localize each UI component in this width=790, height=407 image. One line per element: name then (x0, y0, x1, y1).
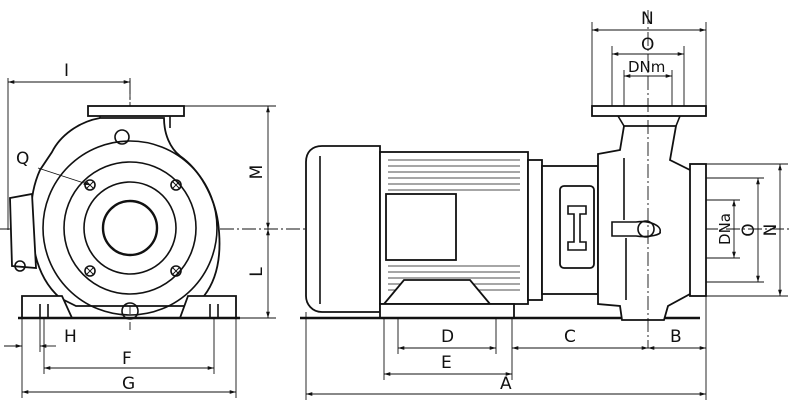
front-suction-boss (9, 192, 37, 269)
casing-inner-lines (623, 158, 627, 300)
top-flange (591, 105, 707, 117)
terminal-box (385, 193, 457, 261)
side-view (300, 10, 707, 348)
label-G: G (122, 374, 135, 394)
label-L: L (247, 267, 267, 277)
dimensions (4, 22, 788, 400)
drain-plug (14, 260, 26, 272)
fan-cover (305, 145, 381, 313)
cover-circle (83, 181, 177, 275)
label-H: H (64, 327, 77, 347)
label-E: E (441, 353, 452, 373)
motor-foot (379, 303, 515, 319)
shaft-nut (637, 220, 655, 238)
front-foot-right (178, 295, 237, 319)
label-M: M (247, 165, 267, 180)
label-O-side: O (739, 223, 759, 236)
motor-foot-bracket (382, 279, 492, 305)
dimension-labels: I Q M L H F G D E C B A N O DNm N O DNa (16, 9, 781, 394)
label-B: B (670, 327, 682, 347)
label-Q: Q (16, 149, 29, 169)
label-DNa: DNa (716, 213, 734, 245)
label-DNm: DNm (628, 58, 665, 76)
suction-flange (689, 163, 707, 297)
label-F: F (122, 349, 132, 369)
coupling (567, 205, 587, 251)
foot-holes (39, 304, 219, 318)
front-view (0, 80, 790, 330)
label-N-top: N (641, 9, 654, 29)
label-A: A (500, 374, 512, 394)
top-flange-neck (617, 115, 681, 127)
label-I: I (64, 61, 69, 81)
coupling-window (559, 185, 595, 269)
bolt-circle (63, 161, 197, 295)
impeller-shaft (611, 220, 661, 238)
label-C: C (564, 327, 576, 347)
front-discharge-flange (87, 105, 185, 117)
label-O-top: O (641, 35, 654, 55)
label-D: D (441, 327, 454, 347)
shaft-bore (101, 199, 159, 257)
motor-flange (527, 159, 543, 301)
vent-plug (114, 129, 130, 145)
dim-Q-leader (37, 167, 91, 186)
volute-outer-circle (42, 140, 218, 316)
label-N-side: N (761, 224, 781, 237)
